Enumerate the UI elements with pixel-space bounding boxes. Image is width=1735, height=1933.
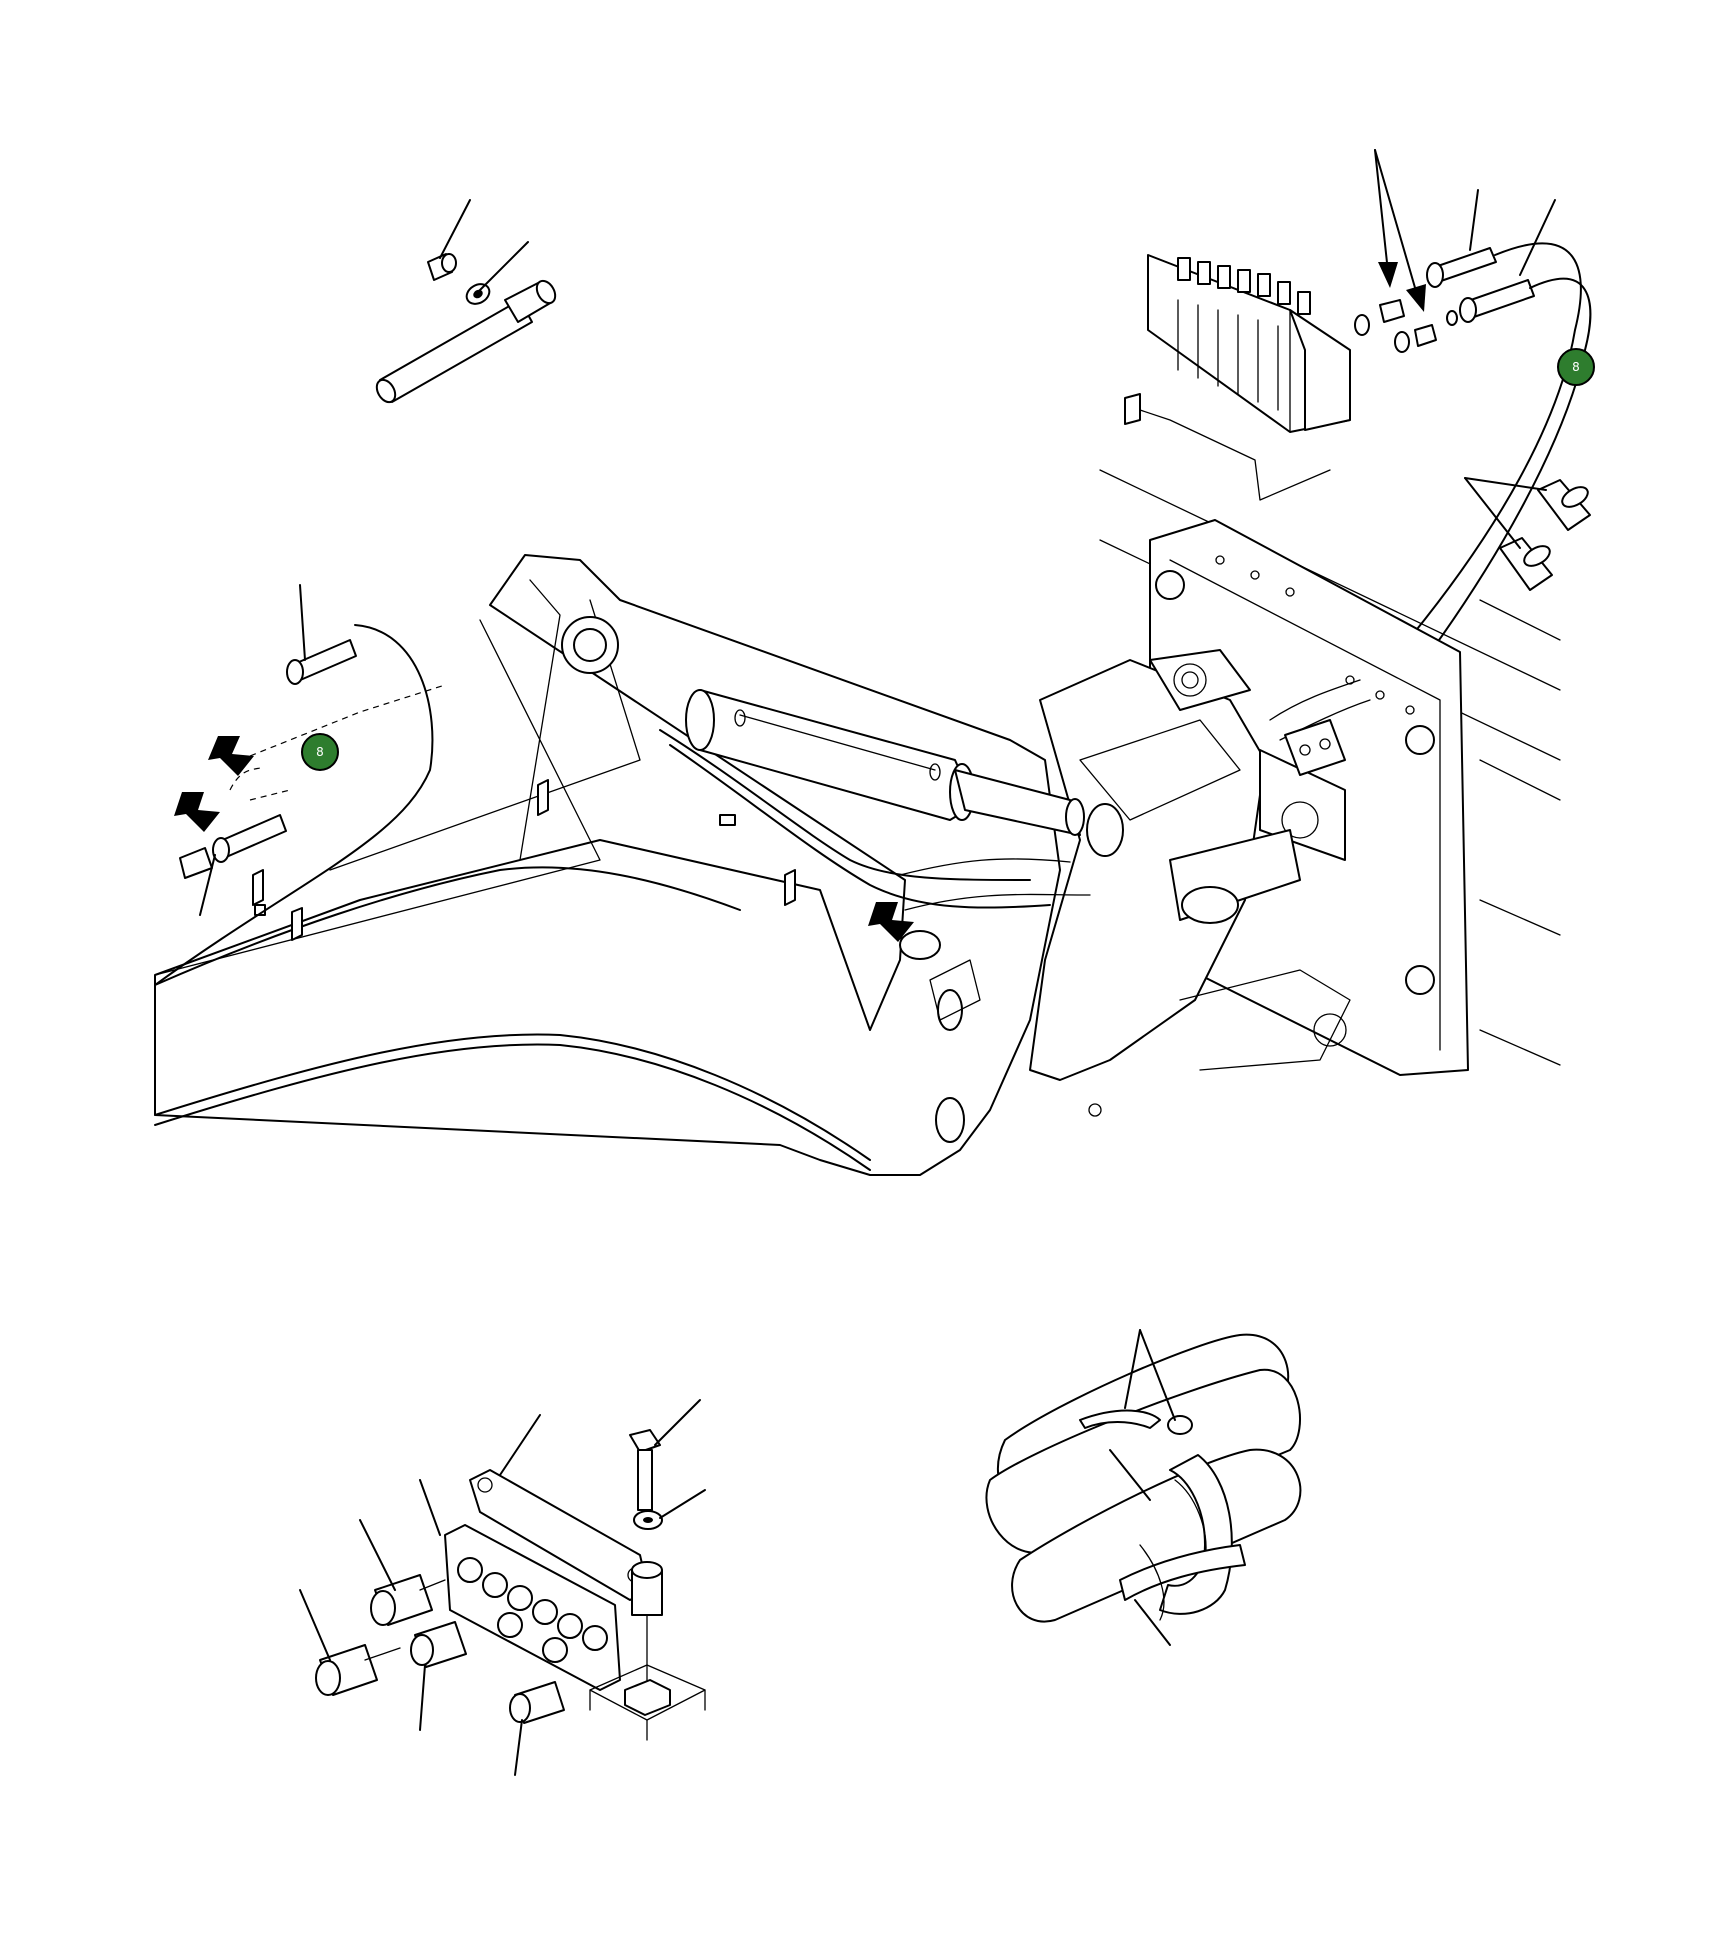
callout-leader [514,1719,523,1776]
black-arrow-icon [1374,149,1426,312]
pipe-clamp-detail [985,1329,1302,1646]
callout-leader [419,1479,441,1536]
callout-leader [1519,199,1556,276]
marker-hose-left: 8 [301,733,339,771]
clamp-inserts [315,1574,565,1724]
hose-end-fittings [1426,247,1535,323]
callout-leader [199,854,216,916]
callout-leader [1109,1449,1151,1501]
black-arrow-icon [174,736,914,942]
boom-assembly: 8 [154,469,1561,1176]
valve-block-detail: 8 [1124,149,1595,681]
callout-leader [1134,1599,1171,1646]
callout-leader [299,1589,331,1661]
plug-part [427,253,457,281]
callout-leader [659,1489,706,1519]
clamp-block-detail [299,1399,706,1776]
callout-leader [499,1414,541,1476]
left-hose-fittings [179,584,357,916]
clip-brackets [252,779,796,941]
o-ring-fittings [1354,299,1458,353]
pipe-fitting-detail [375,199,557,404]
callout-leader [1469,189,1479,251]
callout-leader [654,1399,701,1446]
hose-sleeves [1464,477,1591,591]
callout-leader [419,1664,426,1731]
marker-label: 8 [1572,360,1580,374]
marker-hose-right: 8 [1557,348,1595,386]
bolt-and-spacer [589,1429,706,1741]
washer-part [465,283,491,305]
clamp-holes [457,1557,608,1663]
callout-leader [1139,1329,1176,1421]
callout-leader [479,241,529,291]
callout-leader [1124,1329,1141,1409]
callout-leader [439,199,471,259]
clamp-half [1079,1409,1161,1429]
callout-leader [299,584,306,661]
hydraulic-cylinder [685,689,1085,836]
callout-leader [359,1519,396,1591]
valve-spools [1177,257,1311,411]
marker-label: 8 [316,745,324,759]
